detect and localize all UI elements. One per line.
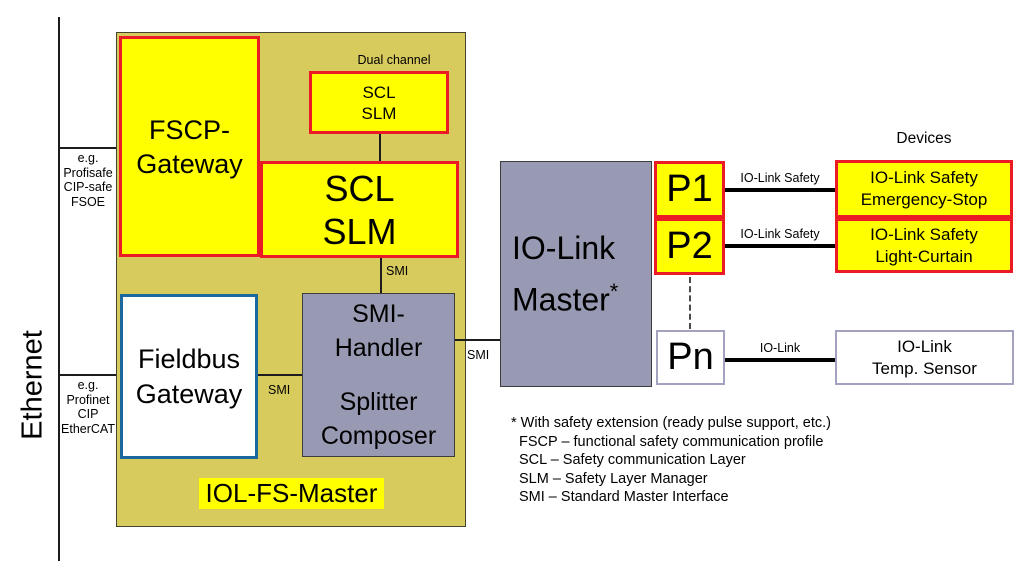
port-pn-box: Pn (656, 330, 725, 385)
io-link-master-word: Master (512, 281, 610, 318)
fscp-gateway-label-line: FSCP- (149, 114, 230, 145)
standard-protocols-line: EtherCAT (61, 421, 115, 436)
port-p2-box: P2 (654, 218, 725, 275)
footnote-line: FSCP – functional safety communication p… (519, 433, 824, 450)
io-link-master-box: IO-Link Master* (500, 161, 652, 387)
ethernet-bus-line (58, 17, 60, 561)
fscp-gateway-box: FSCP- Gateway (119, 36, 260, 257)
ethernet-to-fscp-connector-line (59, 147, 120, 149)
footnote-line: SMI – Standard Master Interface (519, 489, 729, 505)
standard-protocols-line: e.g. (77, 378, 99, 392)
smi-interface-label: SMI (268, 383, 291, 397)
fieldbus-gateway-box: Fieldbus Gateway (120, 294, 258, 459)
temp-sensor-label-line: IO-Link (897, 336, 952, 356)
scl-slm-label-line: SCL (324, 167, 395, 209)
fscp-gateway-label-line: Gateway (136, 148, 243, 179)
standard-protocols-line: Profinet (66, 392, 110, 407)
light-curtain-device-box: IO-Link Safety Light-Curtain (835, 218, 1013, 273)
safety-protocols-line: CIP-safe (63, 180, 113, 194)
io-link-safety-link-line-p1 (725, 188, 835, 192)
smi-handler-box: SMI- Handler Splitter Composer (302, 293, 455, 457)
scl-slm-label-line: SLM (322, 210, 397, 252)
safety-protocols-line: FSOE (70, 194, 106, 209)
scl-to-smi-handler-connector-line (380, 258, 382, 293)
ethernet-label: Ethernet (16, 330, 49, 440)
devices-title: Devices (896, 130, 952, 147)
fieldbus-gateway-label-line: Fieldbus (137, 343, 241, 374)
safety-protocols-line: Profisafe (63, 165, 113, 180)
scl-slm-dual-connector-line (379, 134, 381, 161)
footnote-line: SLM – Safety Layer Manager (519, 470, 708, 487)
scl-slm-redundant-line: SLM (361, 103, 397, 123)
temp-sensor-label-line: Temp. Sensor (872, 358, 977, 378)
io-link-master-label-line: IO-Link (512, 229, 616, 266)
light-curtain-label-line: IO-Link Safety (870, 224, 978, 244)
safety-protocols-line: e.g. (77, 151, 99, 165)
emergency-stop-label-line: IO-Link Safety (870, 168, 978, 187)
scl-slm-redundant-line: SCL (362, 82, 396, 102)
safety-protocols-note: e.g. Profisafe CIP-safe FSOE (59, 151, 117, 209)
temp-sensor-device-box: IO-Link Temp. Sensor (835, 330, 1014, 385)
port-continuation-dashed-line (689, 277, 691, 329)
fieldbus-to-smi-handler-connector-line (258, 374, 302, 376)
smi-handler-label-line: SMI- (352, 300, 405, 328)
port-p1-box: P1 (654, 161, 725, 218)
standard-protocols-line: CIP (77, 407, 99, 421)
footnote-line: * With safety extension (ready pulse sup… (511, 415, 831, 431)
footnote-legend: * With safety extension (ready pulse sup… (511, 414, 931, 507)
dual-channel-label: Dual channel (357, 53, 431, 67)
smi-handler-label-line: Composer (320, 422, 437, 450)
smi-interface-label: SMI (467, 348, 490, 362)
io-link-safety-link-line-p2 (725, 244, 835, 248)
smi-handler-label-line: Handler (334, 334, 423, 362)
footnote-line: SCL – Safety communication Layer (519, 452, 746, 468)
fieldbus-gateway-label-line: Gateway (135, 378, 243, 409)
io-link-link-line-pn (725, 358, 835, 362)
scl-slm-redundant-box: SCL SLM (309, 71, 449, 134)
smi-handler-label-line: Splitter (339, 388, 418, 416)
emergency-stop-device-box: IO-Link Safety Emergency-Stop (835, 160, 1013, 218)
standard-protocols-note: e.g. Profinet CIP EtherCAT (59, 378, 117, 436)
light-curtain-label-line: Light-Curtain (875, 246, 973, 266)
io-link-safety-link-label: IO-Link Safety (740, 171, 820, 185)
ethernet-to-fieldbus-connector-line (59, 374, 121, 376)
io-link-safety-link-label: IO-Link Safety (740, 227, 820, 241)
emergency-stop-label-line: Emergency-Stop (860, 190, 988, 209)
smi-interface-label: SMI (386, 264, 409, 278)
io-link-link-label: IO-Link (759, 341, 801, 355)
footnote-asterisk: * (609, 278, 619, 304)
io-link-master-label-line: Master* (512, 270, 618, 322)
smi-handler-to-master-connector-line (455, 339, 500, 341)
iol-fs-master-title: IOL-FS-Master (199, 478, 384, 509)
scl-slm-box: SCL SLM (260, 161, 459, 258)
